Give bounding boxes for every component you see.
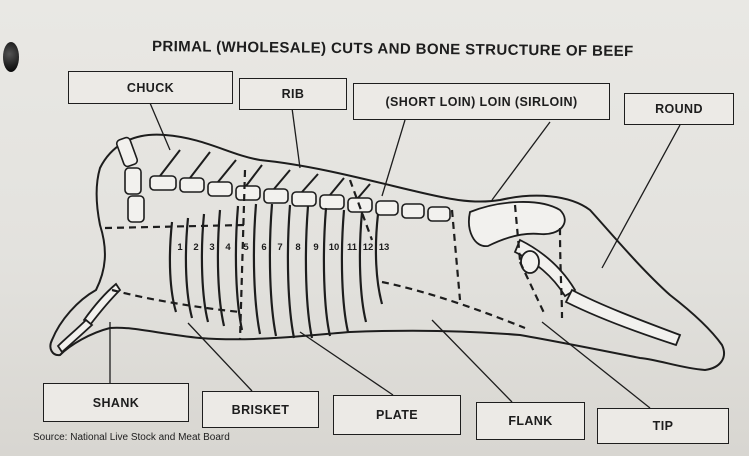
rib-number: 13 bbox=[379, 242, 390, 253]
label-rib: RIB bbox=[239, 78, 347, 110]
label-loin: (SHORT LOIN) LOIN (SIRLOIN) bbox=[353, 83, 610, 120]
label-round: ROUND bbox=[624, 93, 734, 125]
label-shank: SHANK bbox=[43, 383, 189, 422]
rib-number: 11 bbox=[347, 242, 358, 253]
label-tip: TIP bbox=[597, 408, 729, 444]
label-brisket: BRISKET bbox=[202, 391, 319, 428]
leader-lines bbox=[110, 103, 680, 408]
label-chuck: CHUCK bbox=[68, 71, 233, 104]
rib-number: 3 bbox=[209, 242, 214, 253]
rib-number-labels: 1 2 3 4 5 6 7 8 9 10 11 12 13 bbox=[177, 242, 389, 253]
rib-number: 5 bbox=[243, 242, 249, 253]
rib-number: 6 bbox=[261, 242, 266, 253]
rib-number: 9 bbox=[313, 242, 318, 253]
label-flank: FLANK bbox=[476, 402, 585, 440]
rib-number: 12 bbox=[363, 242, 374, 253]
rib-number: 10 bbox=[329, 242, 340, 253]
rib-number: 2 bbox=[193, 242, 198, 253]
rib-number: 7 bbox=[277, 242, 282, 253]
rib-number: 1 bbox=[177, 242, 183, 253]
label-plate: PLATE bbox=[333, 395, 461, 435]
source-credit: Source: National Live Stock and Meat Boa… bbox=[33, 432, 230, 443]
rib-number: 4 bbox=[225, 242, 231, 253]
rib-number: 8 bbox=[295, 242, 300, 253]
rib-bones bbox=[170, 204, 382, 338]
